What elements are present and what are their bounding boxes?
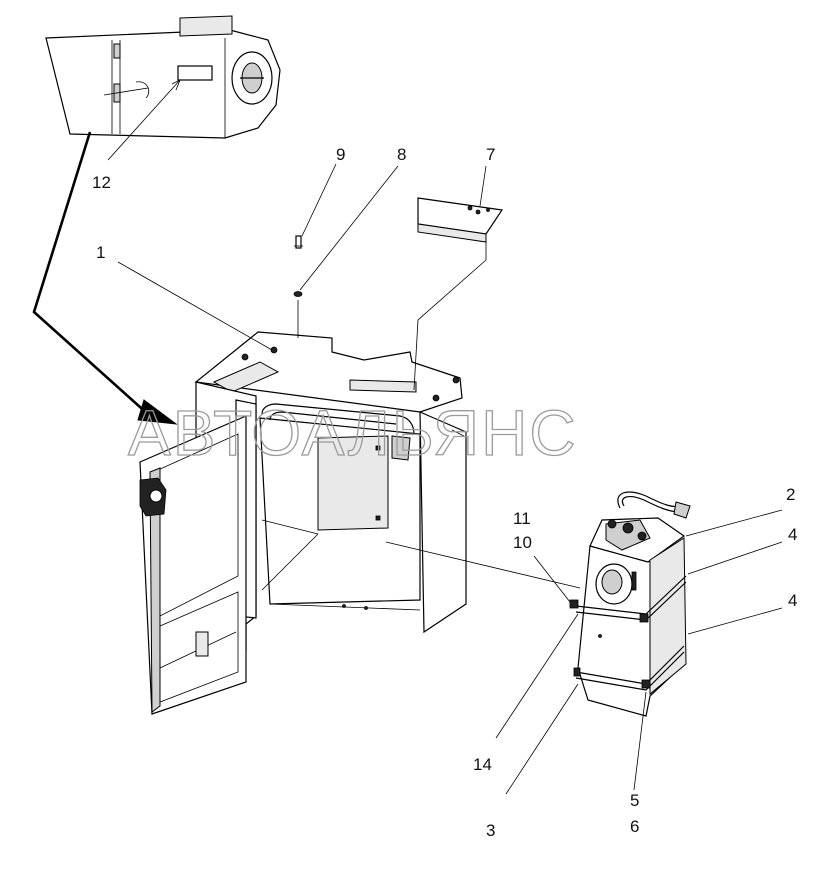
detail-view-cabinet-side: [45, 15, 281, 139]
callout-14: 14: [473, 755, 492, 774]
cabinet-door: [139, 415, 247, 715]
callout-11: 11: [513, 509, 531, 528]
callout-7: 7: [486, 145, 495, 164]
fuel-tank-assembly: [569, 491, 691, 717]
watermark-text: АВТОАЛЬЯНС: [128, 397, 578, 469]
door-latch: [139, 477, 167, 517]
callout-12: 12: [92, 173, 111, 192]
callout-9: 9: [336, 145, 345, 164]
callout-8: 8: [397, 145, 406, 164]
latch-handle: [231, 51, 273, 105]
fuel-pump: [605, 519, 651, 551]
part-7-bracket: [417, 197, 504, 243]
part-8-washer: [293, 291, 303, 297]
callout-6: 6: [630, 817, 639, 836]
callout-2: 2: [786, 485, 795, 504]
assembly-arrow: [32, 131, 178, 425]
callout-3: 3: [486, 821, 495, 840]
callout-10: 10: [513, 533, 532, 552]
callout-labels: 12 1 9 8 7 11 10 2 4 4 14 3 5 6: [92, 145, 797, 840]
filler-cap: [595, 563, 637, 605]
part-9-bolt: [294, 235, 303, 249]
callout-1: 1: [96, 243, 105, 262]
callout-4-bottom: 4: [788, 591, 797, 610]
callout-4-top: 4: [788, 525, 797, 544]
callout-5: 5: [630, 791, 639, 810]
leader-lines: [107, 79, 783, 795]
